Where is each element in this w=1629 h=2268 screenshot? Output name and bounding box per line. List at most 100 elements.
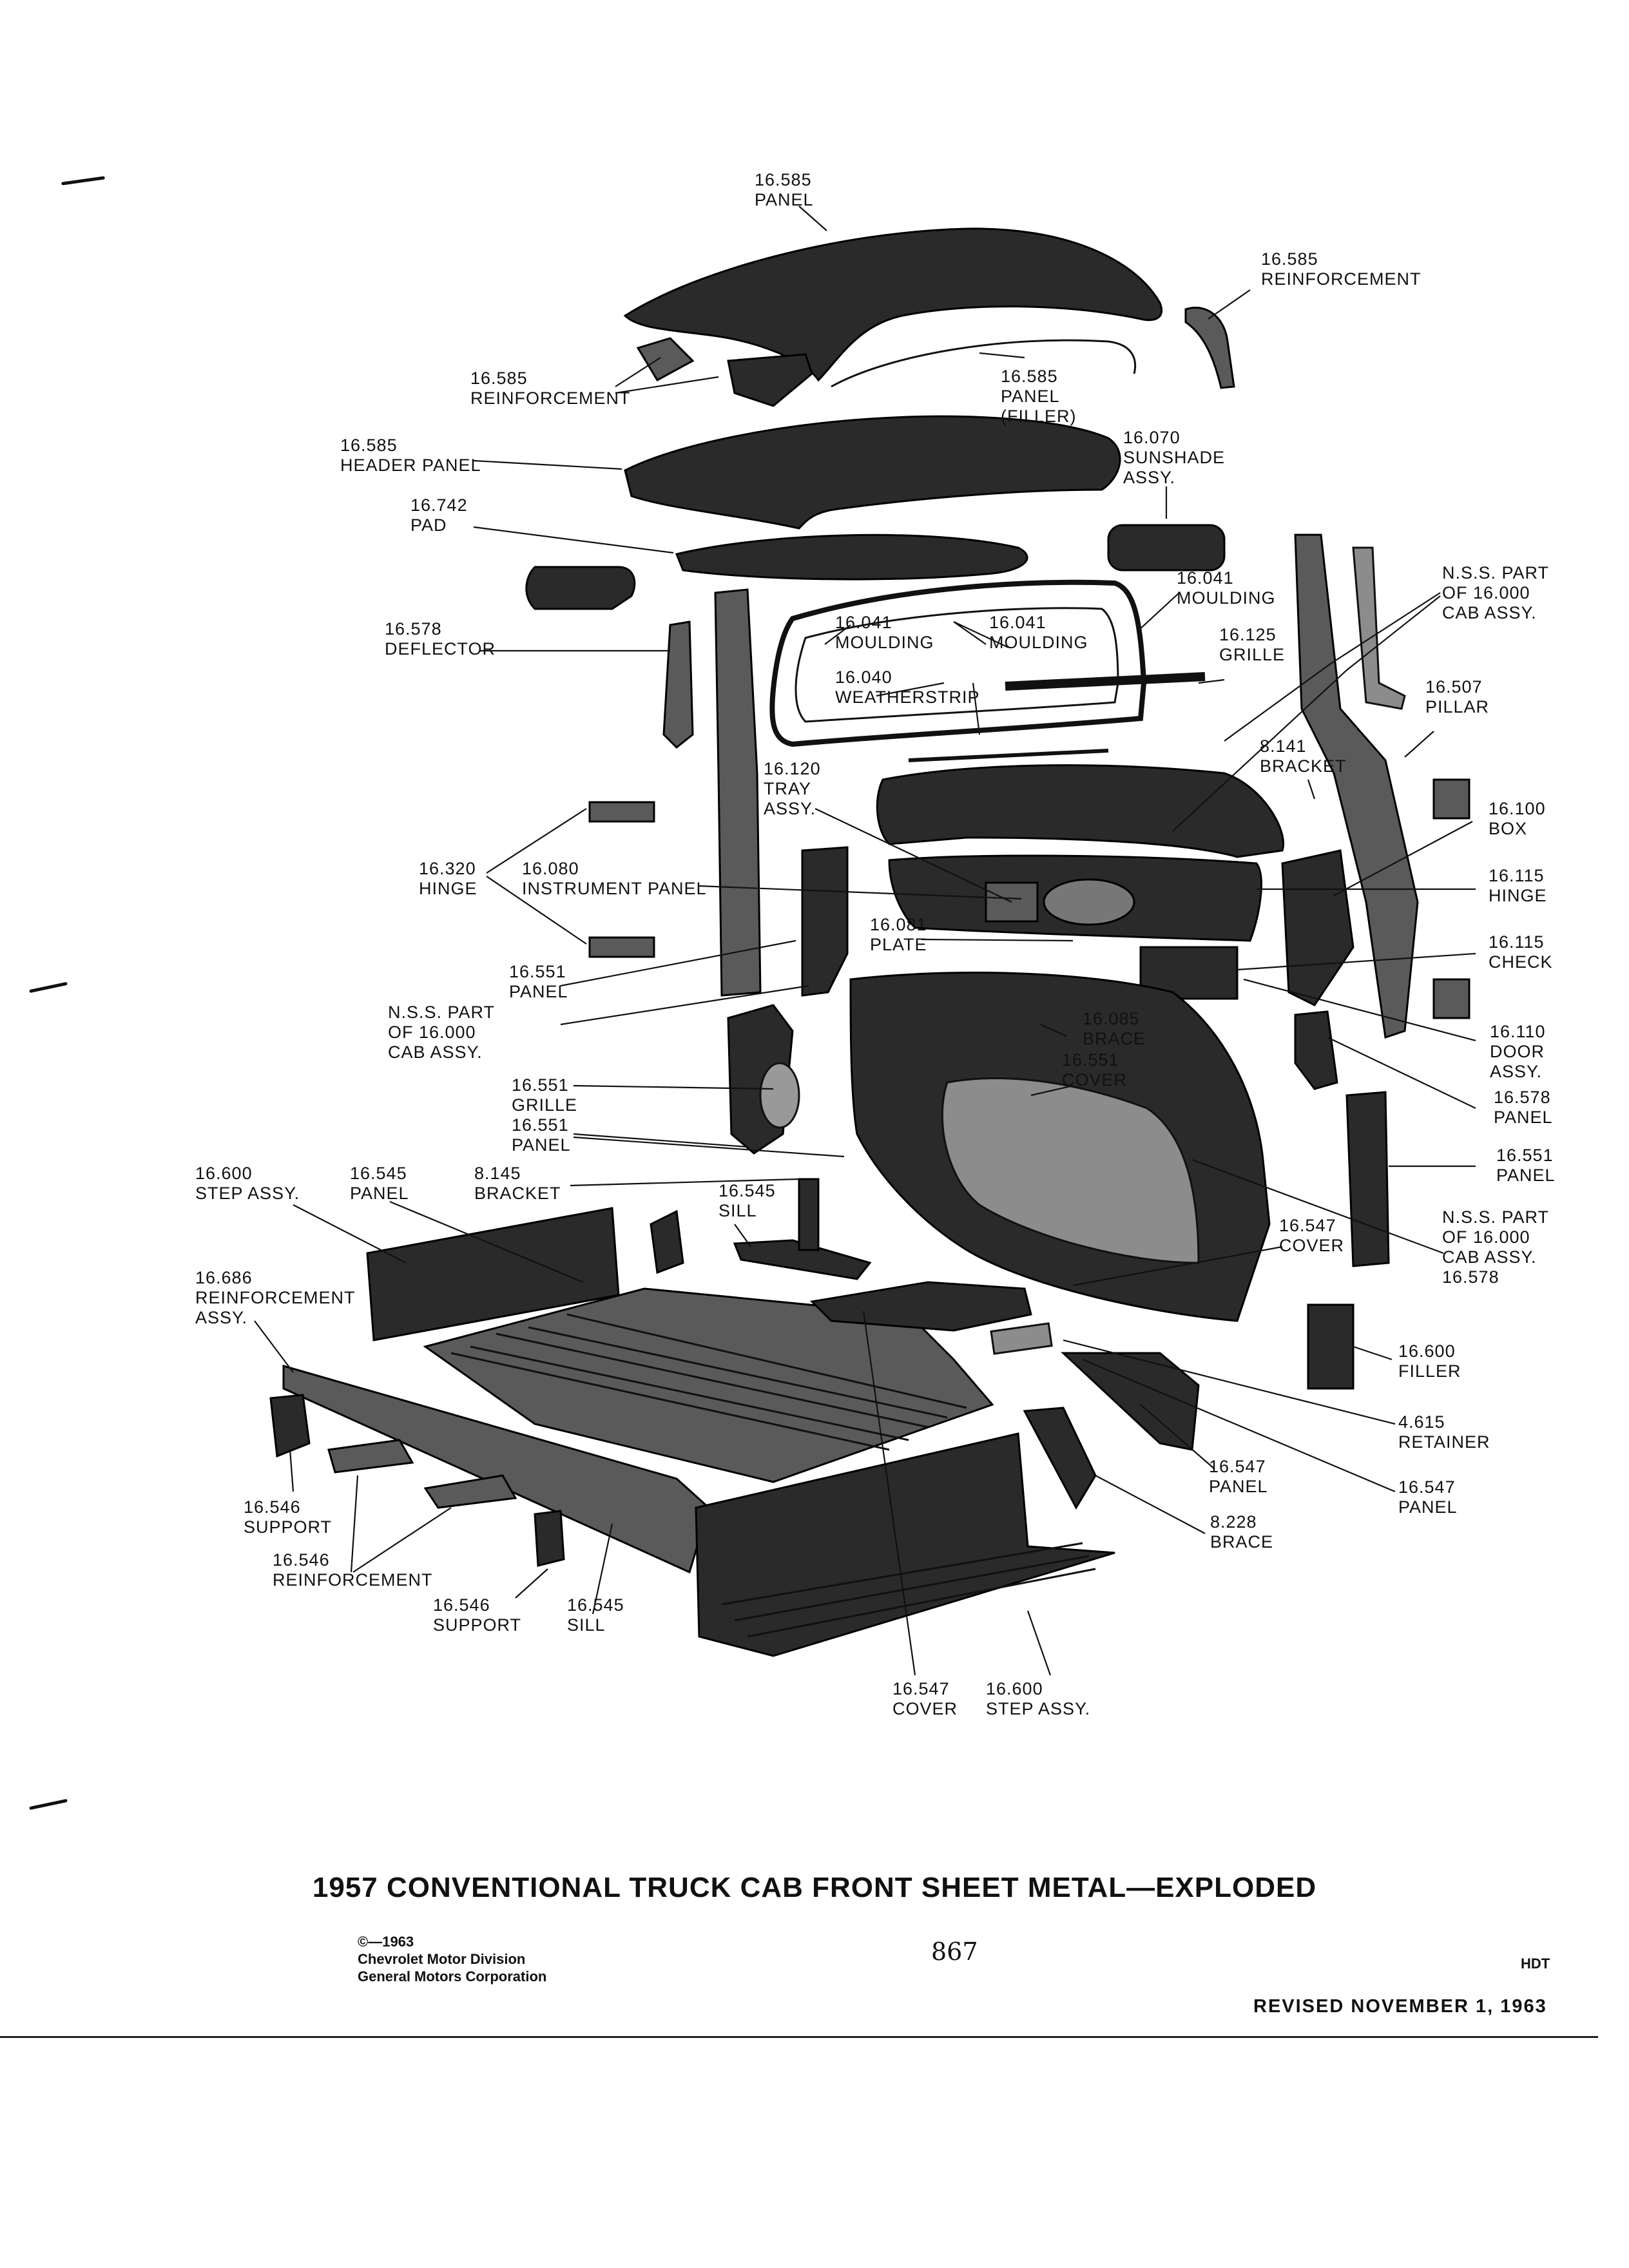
callout-line: 16.041 [835, 613, 892, 632]
callout-line: 16.578 [385, 619, 442, 639]
callout-line: BRACKET [474, 1184, 561, 1203]
hinge-left-bottom-shape [588, 936, 655, 958]
callout-line: DOOR [1490, 1042, 1545, 1061]
copyright-line-3: General Motors Corporation [358, 1968, 547, 1984]
roof-reinforcement-right-shape [1184, 306, 1235, 389]
callout-line: 16.041 [989, 613, 1046, 632]
callout-line: 16.547 [1398, 1477, 1456, 1497]
weatherstrip-shape [795, 607, 1119, 723]
callout-line: 16.551 [512, 1115, 569, 1135]
panel-16578-shape [1294, 1010, 1338, 1090]
cowl-top-shape [876, 764, 1284, 858]
callout-line: 16.547 [892, 1679, 950, 1698]
callout-line: HEADER PANEL [340, 456, 481, 475]
copyright-block: ©—1963 Chevrolet Motor Division General … [358, 1933, 546, 1985]
callout-line: 16.547 [1209, 1457, 1266, 1476]
bracket-8145-shape [798, 1178, 820, 1251]
panel-16551-right-shape [1345, 1091, 1390, 1267]
callout-line: CAB ASSY. [1442, 1247, 1537, 1267]
callout-line: 16.120 [764, 759, 821, 778]
header-panel-shape [624, 415, 1121, 530]
callout-line: CHECK [1489, 952, 1553, 972]
callout-line: 16.585 [1261, 249, 1318, 269]
brace-8228-shape [1023, 1407, 1097, 1510]
callout-line: SUPPORT [433, 1615, 521, 1635]
callout-line: PANEL [1209, 1477, 1268, 1496]
step-left-shape [366, 1207, 620, 1341]
callout-line: REINFORCEMENT [195, 1288, 356, 1307]
callout-line: INSTRUMENT PANEL [522, 879, 707, 898]
callout-line: CAB ASSY. [388, 1043, 483, 1062]
filler-16600-shape [1307, 1303, 1354, 1390]
callout-line: PANEL [1494, 1108, 1553, 1127]
hinge-right-top-shape [1432, 778, 1470, 820]
callout-line: 16.040 [835, 668, 892, 687]
sill-upper-shape [733, 1239, 872, 1280]
callout-line: 16.546 [433, 1595, 490, 1615]
reinf-small-1-shape [327, 1439, 414, 1474]
callout-line: GRILLE [1219, 645, 1285, 664]
grille-vent-left-shape [759, 1062, 800, 1129]
instrument-cluster-shape [1043, 878, 1135, 926]
deflector-shape [662, 620, 694, 749]
callout-line: PANEL [350, 1184, 409, 1203]
callout-line: 16.600 [986, 1679, 1043, 1698]
callout-line: 16.585 [755, 170, 812, 189]
step-bottom-shape [695, 1432, 1115, 1657]
page-number: 867 [931, 1937, 978, 1966]
pad-shape [675, 533, 1028, 581]
sunshade-shape [1107, 524, 1226, 572]
left-visor-shape [525, 566, 636, 610]
callout-line: 16.115 [1489, 932, 1545, 952]
step-bottom-ribs [721, 1542, 1096, 1638]
callout-line: 4.615 [1398, 1412, 1445, 1432]
callout-line: SUNSHADE [1123, 448, 1225, 467]
section-code: HDT [1521, 1956, 1550, 1972]
hinge-left-top-shape [588, 801, 655, 823]
floor-cover-shape [809, 1281, 1032, 1332]
callout-line: MOULDING [1177, 588, 1276, 608]
callout-line: STEP ASSY. [195, 1184, 300, 1203]
callout-line: MOULDING [989, 633, 1088, 652]
callout-line: 16.100 [1489, 799, 1546, 818]
callout-line: PAD [410, 515, 447, 535]
callout-line: PILLAR [1425, 697, 1489, 716]
callout-line: 16.547 [1279, 1216, 1336, 1235]
callout-line: ASSY. [1123, 468, 1175, 487]
callout-line: 16.585 [1001, 367, 1058, 386]
panel-filler-shape [831, 339, 1137, 388]
support-left-shape [269, 1394, 311, 1458]
callout-line: PLATE [870, 935, 927, 954]
callout-line: PANEL [1496, 1166, 1556, 1185]
callout-line: N.S.S. PART [1442, 1207, 1549, 1227]
callout-line: 16.085 [1083, 1009, 1140, 1028]
callout-line: 16.320 [419, 859, 476, 878]
callout-line: OF 16.000 [1442, 583, 1530, 602]
callout-line: PANEL [509, 982, 568, 1001]
callout-line: ASSY. [764, 799, 816, 818]
